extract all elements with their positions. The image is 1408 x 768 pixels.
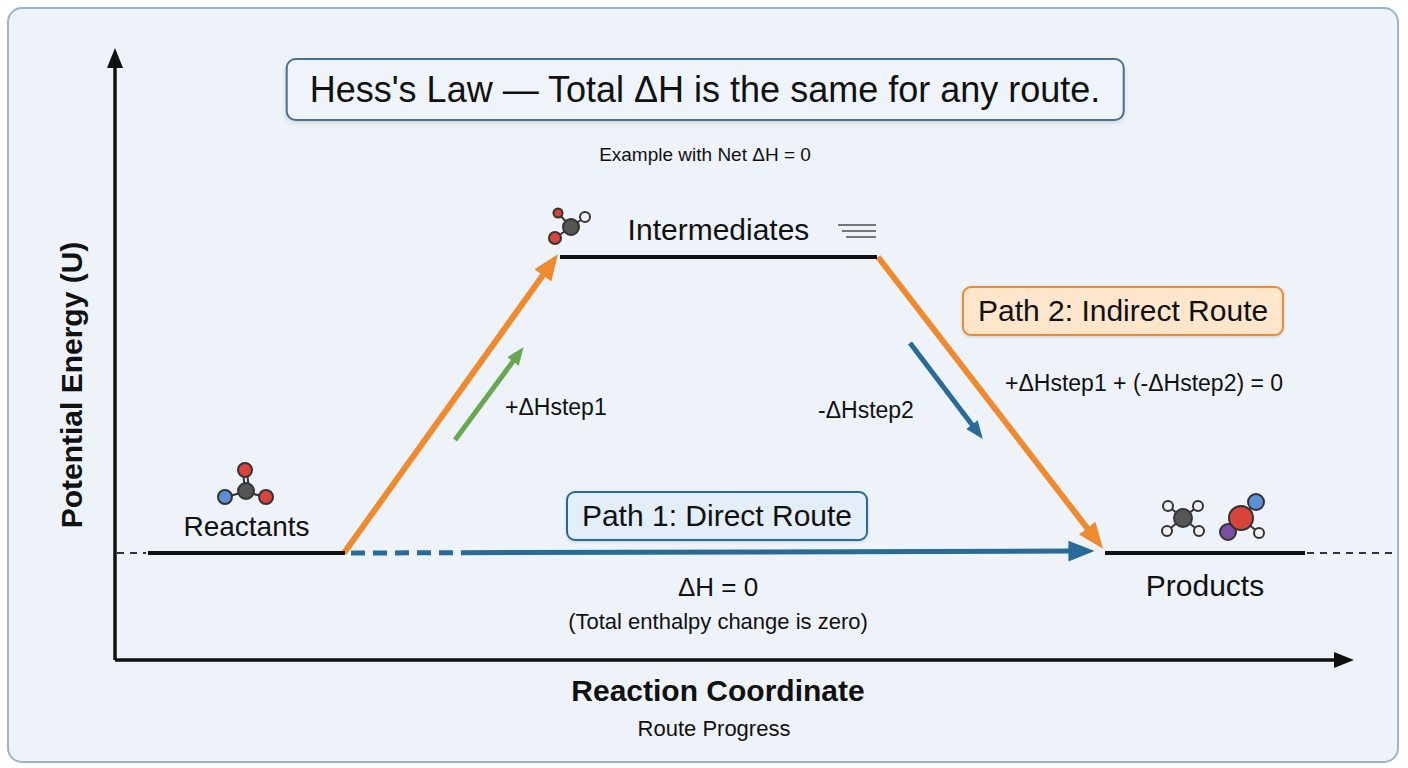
annotation-text: (Total enthalpy change is zero)	[568, 609, 868, 634]
axes	[113, 66, 117, 660]
product-methane-icon	[1193, 501, 1203, 511]
baseline-dashes	[117, 552, 146, 554]
axes	[115, 66, 1336, 660]
product-methane-icon	[1163, 501, 1173, 511]
node-label: Path 2: Indirect Route	[978, 294, 1268, 329]
axes	[115, 658, 1336, 662]
frame	[8, 8, 1398, 762]
direct-route-arrow	[351, 551, 1071, 553]
energy-lines-icon	[846, 236, 876, 238]
node-label: Products	[1105, 569, 1305, 604]
step2-indicator-arrow	[910, 343, 973, 426]
annotation-text: -ΔHstep2	[818, 397, 914, 423]
axis-label: Reaction Coordinate	[571, 674, 864, 709]
energy-lines-icon	[838, 225, 876, 237]
intermediate-molecule-icon	[549, 209, 590, 245]
reactant-molecule-icon	[238, 463, 252, 477]
baseline-dashes	[1307, 552, 1394, 554]
reactant-molecule-icon	[218, 490, 232, 504]
product-molecule-icon	[1248, 494, 1264, 510]
step2-indicator-arrow	[910, 343, 973, 426]
energy-lines-icon	[838, 224, 876, 226]
product-molecule-icon	[1254, 528, 1264, 538]
title-text: Hess's Law — Total ΔH is the same for an…	[310, 69, 1101, 110]
intermediate-molecule-icon	[580, 212, 590, 222]
node-label: Intermediates	[560, 213, 877, 248]
product-molecule-icon	[1229, 506, 1253, 530]
energy-level: Intermediates	[560, 213, 877, 260]
annotation-text: Example with Net ΔH = 0	[599, 144, 811, 166]
reactant-molecule-icon	[259, 490, 273, 504]
intermediate-molecule-icon	[563, 219, 579, 235]
axis-label: Route Progress	[638, 716, 791, 741]
product-methane-icon	[1162, 501, 1204, 536]
energy-level: Products	[1105, 551, 1305, 604]
node-label: Path 1: Direct Route	[582, 499, 852, 534]
annotation-text: ΔH = 0	[678, 573, 758, 603]
axis-label: Potential Energy (U)	[55, 242, 90, 529]
reactant-molecule-icon	[218, 463, 273, 504]
product-methane-icon	[1174, 509, 1192, 527]
product-methane-icon	[1194, 526, 1204, 536]
frame	[8, 8, 1398, 762]
intermediate-molecule-icon	[554, 209, 563, 218]
path-box: Path 2: Indirect Route	[962, 286, 1284, 337]
annotation-text: +ΔHstep1	[505, 394, 607, 420]
energy-lines-icon	[842, 230, 876, 232]
product-molecule-icon	[1220, 494, 1264, 540]
energy-level: Reactants	[148, 511, 345, 555]
annotation-text: +ΔHstep1 + (-ΔHstep2) = 0	[1005, 370, 1283, 396]
title-box: Hess's Law — Total ΔH is the same for an…	[286, 58, 1125, 121]
path-box: Path 1: Direct Route	[566, 491, 868, 542]
node-label: Reactants	[148, 511, 345, 543]
reactant-molecule-icon	[238, 483, 254, 499]
product-methane-icon	[1162, 526, 1172, 536]
